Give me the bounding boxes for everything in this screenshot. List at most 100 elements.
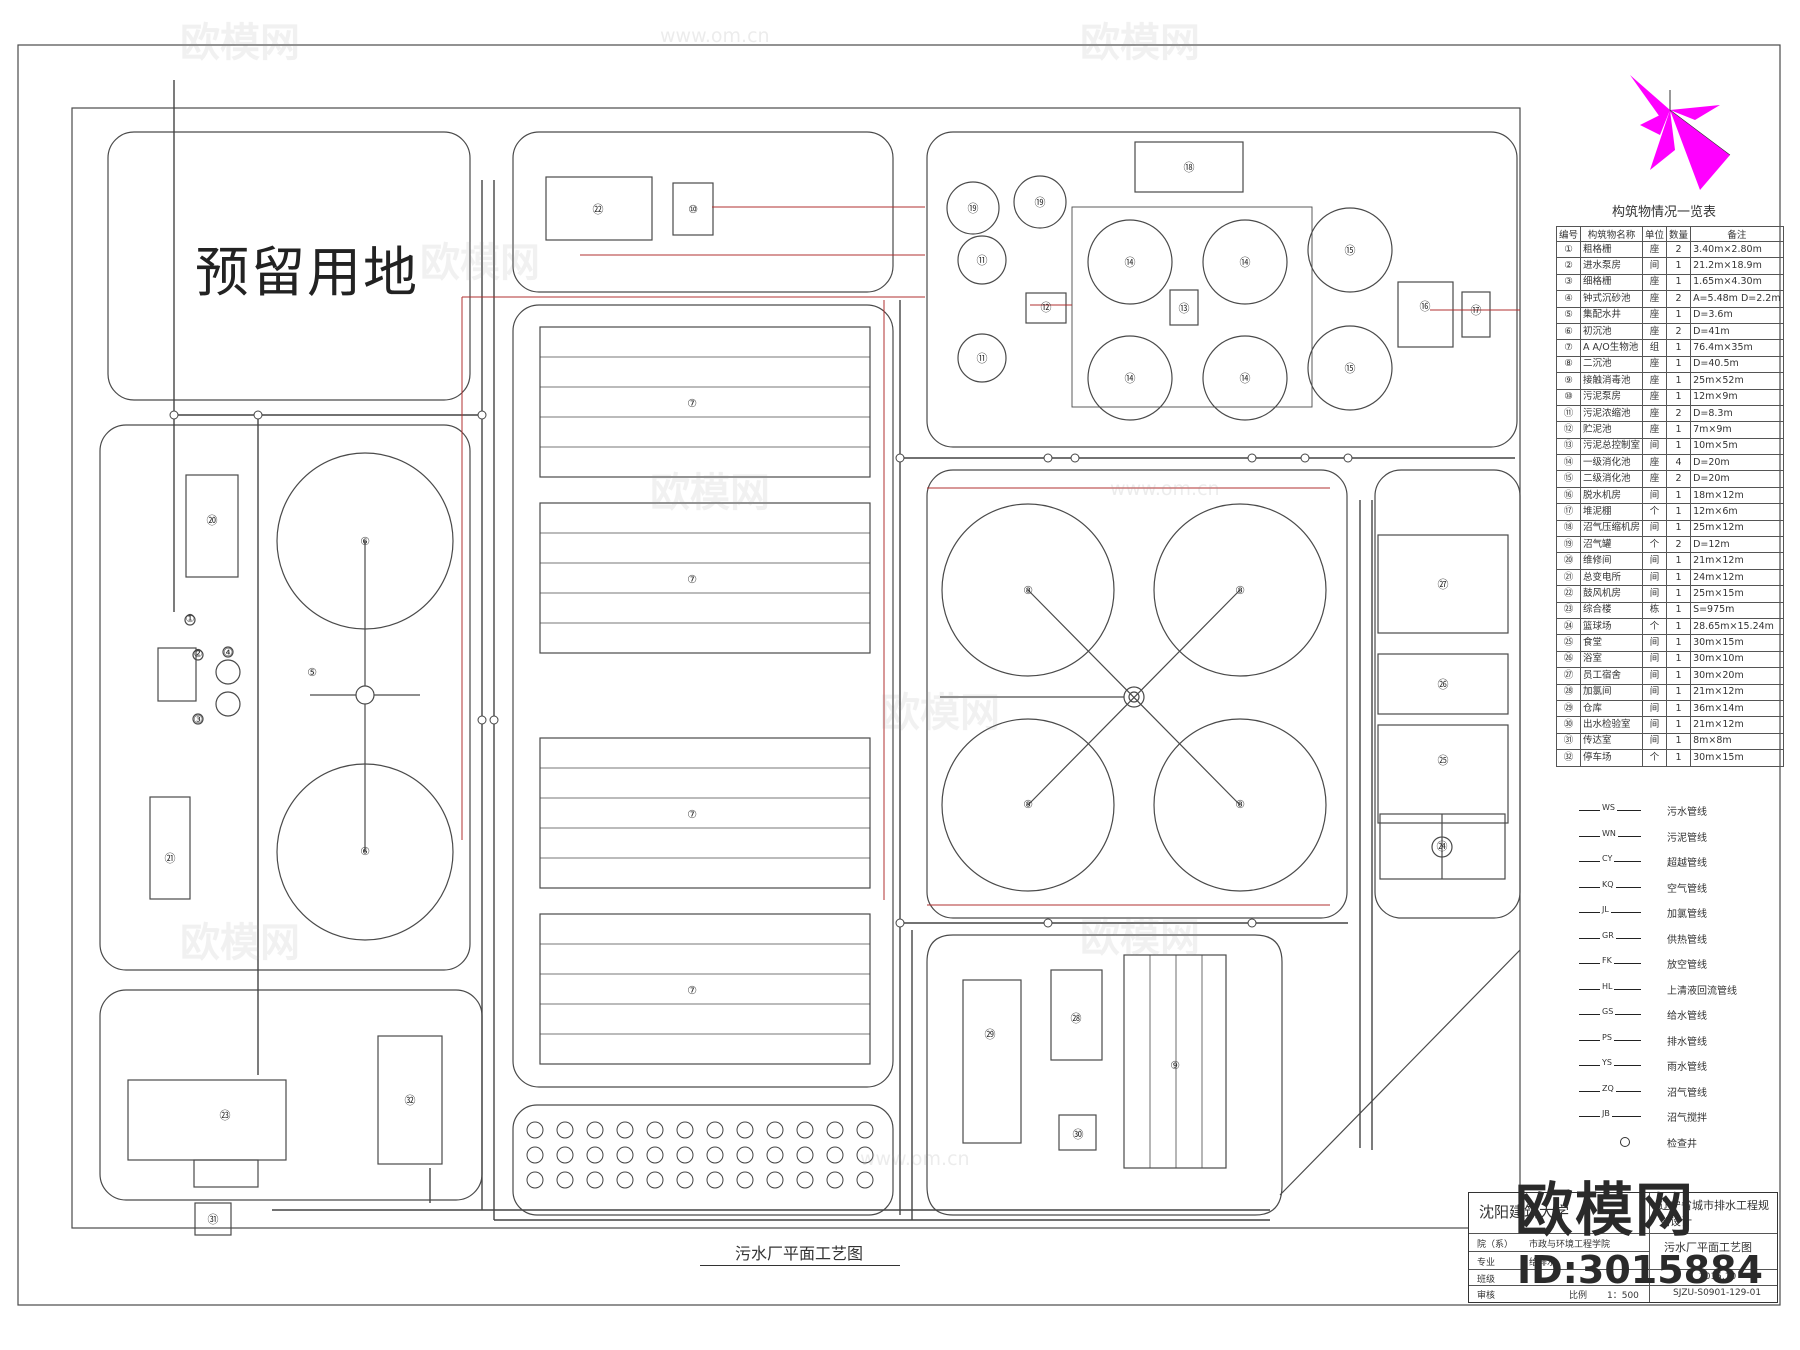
legend-code: JB	[1600, 1109, 1612, 1118]
cell-name: 出水检验室	[1580, 716, 1644, 734]
marker-07b: ⑦	[687, 573, 697, 586]
cell-unit: 间	[1642, 650, 1668, 669]
marker-15b: ⑮	[1345, 362, 1356, 375]
cell-unit: 间	[1642, 585, 1668, 603]
cell-unit: 间	[1642, 683, 1668, 701]
cell-unit: 间	[1642, 716, 1668, 734]
legend-label: 沼气搅拌	[1667, 1113, 1707, 1124]
secondary-clarifier-ne	[1153, 503, 1327, 677]
major-label: 专业	[1477, 1258, 1496, 1268]
cell-unit: 座	[1642, 372, 1668, 390]
cell-qty: 2	[1666, 322, 1692, 341]
cell-remark: 25m×15m	[1690, 585, 1784, 603]
cell-no: ⑩	[1555, 388, 1582, 406]
cell-name: 总变电所	[1580, 568, 1644, 587]
legend-code: GR	[1600, 930, 1616, 940]
col-qty: 数量	[1666, 226, 1692, 242]
marker-07c: ⑦	[687, 808, 697, 821]
marker-13: ⑬	[1179, 302, 1190, 315]
legend-code: CY	[1600, 854, 1615, 863]
cell-no: ㉘	[1555, 683, 1582, 701]
cell-qty: 1	[1666, 421, 1692, 439]
cell-qty: 1	[1666, 650, 1692, 669]
marker-08b: ⑧	[1235, 584, 1245, 597]
bio-tank-2	[539, 502, 871, 654]
zone-filter	[512, 1104, 894, 1216]
col-no: 编号	[1555, 226, 1582, 242]
table-title: 构筑物情况一览表	[1612, 205, 1717, 220]
cell-name: 传达室	[1580, 732, 1644, 751]
cell-name: 粗格栅	[1580, 240, 1644, 259]
cell-name: A A/O生物池	[1580, 339, 1644, 357]
marker-18: ⑱	[1184, 161, 1195, 174]
dormitory	[1377, 534, 1509, 634]
legend-label: 放空管线	[1667, 960, 1707, 971]
marker-14d: ⑭	[1240, 372, 1251, 385]
cell-unit: 座	[1642, 421, 1668, 439]
marker-27: ㉗	[1438, 578, 1449, 591]
cell-qty: 1	[1666, 503, 1692, 521]
marker-31: ㉛	[208, 1213, 219, 1226]
marker-26: ㉖	[1438, 678, 1449, 691]
cell-remark: D=41m	[1690, 322, 1784, 341]
legend-code: WN	[1600, 828, 1618, 838]
cell-unit: 座	[1642, 306, 1668, 324]
cell-no: ㉙	[1555, 699, 1582, 718]
cell-no: ⑤	[1555, 306, 1582, 324]
title-underline	[700, 1265, 900, 1266]
legend-code: KQ	[1600, 879, 1616, 889]
cell-name: 集配水井	[1580, 306, 1644, 324]
legend-item: JB 沼气搅拌	[1575, 1106, 1765, 1132]
cell-name: 停车场	[1580, 749, 1644, 767]
cell-no: ⑬	[1555, 437, 1582, 456]
marker-05: ⑤	[307, 666, 317, 679]
cell-remark: 12m×6m	[1690, 503, 1784, 521]
project-name: 辽宁省城市排水工程规划设计	[1659, 1199, 1769, 1228]
cell-no: ㉒	[1555, 585, 1582, 603]
cell-name: 污泥浓缩池	[1580, 404, 1644, 423]
zone-pretreatment	[99, 424, 471, 971]
digester-4	[1202, 335, 1288, 421]
cell-qty: 1	[1666, 257, 1692, 275]
school-name: 沈阳建筑大学	[1479, 1203, 1570, 1221]
cell-name: 脱水机房	[1580, 486, 1644, 505]
marker-15a: ⑮	[1345, 244, 1356, 257]
cell-remark: 1.65m×4.30m	[1690, 273, 1784, 292]
marker-03: ③	[193, 713, 203, 726]
cell-unit: 间	[1642, 257, 1668, 275]
marker-11a: ⑪	[977, 254, 988, 267]
cell-remark: 25m×12m	[1690, 519, 1784, 538]
legend-label: 沼气管线	[1667, 1087, 1707, 1099]
cell-unit: 组	[1642, 339, 1668, 357]
cell-qty: 1	[1666, 568, 1692, 587]
marker-06a: ⑥	[360, 535, 370, 548]
legend-label: 排水管线	[1667, 1036, 1707, 1048]
cell-name: 钟式沉砂池	[1580, 290, 1644, 308]
cell-no: ⑲	[1555, 536, 1582, 554]
zone-living	[1374, 469, 1521, 919]
zone-aeration	[512, 304, 894, 1088]
cell-no: ㉜	[1555, 749, 1582, 767]
cell-unit: 间	[1642, 732, 1668, 751]
scale-value: 1：500	[1607, 1291, 1639, 1301]
cell-no: ㉛	[1555, 732, 1582, 751]
cell-name: 贮泥池	[1580, 421, 1644, 439]
cell-no: ④	[1555, 290, 1582, 308]
scale-label: 比例	[1569, 1291, 1588, 1301]
filter-bed-array	[526, 1121, 874, 1189]
legend-code: FK	[1600, 956, 1614, 965]
contact-disinfection-tank	[1123, 954, 1227, 1169]
cell-name: 员工宿舍	[1580, 667, 1644, 685]
cell-unit: 间	[1642, 437, 1668, 456]
cell-unit: 间	[1642, 519, 1668, 538]
cell-no: ㉔	[1555, 617, 1582, 636]
cell-remark: 30m×10m	[1690, 650, 1784, 669]
cell-qty: 1	[1666, 388, 1692, 406]
cell-unit: 座	[1642, 355, 1668, 374]
